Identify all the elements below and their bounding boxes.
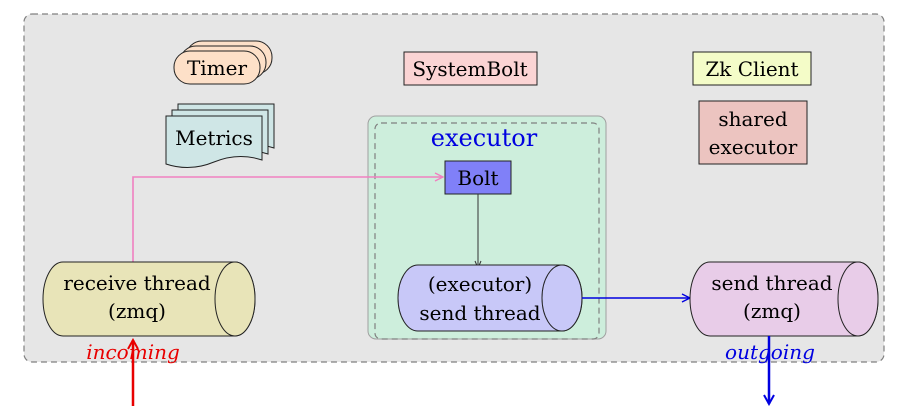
timer-node: Timer bbox=[173, 40, 273, 85]
metrics-node: Metrics bbox=[165, 103, 275, 168]
executor-send-thread-node: (executor) send thread bbox=[397, 264, 583, 332]
shared-executor-node: shared executor bbox=[698, 100, 808, 165]
bolt-label: Bolt bbox=[457, 166, 498, 190]
receive-thread-node: receive thread (zmq) bbox=[42, 261, 256, 337]
receive-to-bolt-edge bbox=[132, 177, 443, 262]
systembolt-label: SystemBolt bbox=[412, 57, 527, 81]
send-thread-node: send thread (zmq) bbox=[689, 261, 879, 337]
send-thread-line1: send thread bbox=[711, 271, 832, 295]
zkclient-label: Zk Client bbox=[705, 57, 798, 81]
timer-label: Timer bbox=[187, 56, 248, 80]
shared-executor-line2: executor bbox=[709, 135, 798, 159]
bolt-node: Bolt bbox=[444, 160, 512, 195]
executor-label: executor bbox=[431, 124, 538, 152]
zkclient-node: Zk Client bbox=[692, 51, 812, 86]
metrics-label: Metrics bbox=[175, 126, 253, 150]
systembolt-node: SystemBolt bbox=[403, 51, 538, 86]
receive-thread-line1: receive thread bbox=[63, 271, 211, 295]
incoming-label: incoming bbox=[86, 340, 180, 364]
send-thread-line2: (zmq) bbox=[743, 299, 801, 323]
outgoing-label: outgoing bbox=[725, 340, 815, 364]
receive-thread-line2: (zmq) bbox=[108, 299, 166, 323]
executor-send-line1: (executor) bbox=[428, 272, 532, 296]
executor-send-line2: send thread bbox=[419, 301, 540, 325]
shared-executor-line1: shared bbox=[718, 107, 787, 131]
